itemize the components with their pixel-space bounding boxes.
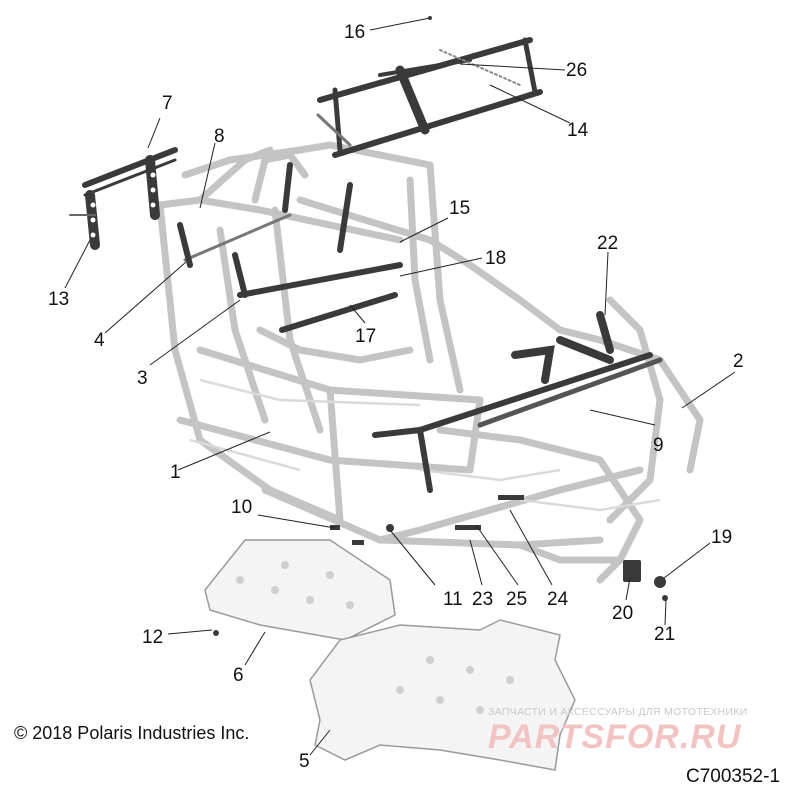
callout-24: 24 [547,589,569,610]
callout-3: 3 [137,368,148,389]
watermark-logo: PARTSFOR.RU [488,718,742,756]
callout-15: 15 [449,198,471,219]
frame-inner-lines [189,378,661,512]
callout-4: 4 [94,330,105,351]
callout-2: 2 [733,351,744,372]
callout-8: 8 [214,126,225,147]
callout-9: 9 [653,435,664,456]
callout-18: 18 [485,248,507,269]
callout-21: 21 [654,624,676,645]
copyright-notice: © 2018 Polaris Industries Inc. [14,723,250,743]
callout-13: 13 [48,289,70,310]
callout-19: 19 [711,527,733,548]
bracket-holes [90,172,156,238]
callout-26: 26 [566,60,588,81]
callout-22: 22 [597,233,619,254]
rear-skid-plate [204,539,396,641]
main-frame [156,141,704,584]
diagram-id: C700352-1 [686,766,781,787]
callout-5: 5 [299,751,310,772]
upper-cross-member [316,37,543,158]
front-skid-plate [309,619,576,771]
front-cross-member [372,311,663,493]
callout-16: 16 [344,22,366,43]
callout-11: 11 [443,589,463,610]
leader-lines [64,17,736,756]
watermark-subtitle: ЗАПЧАСТИ И АКСЕССУАРЫ ДЛЯ МОТОТЕХНИКИ [488,706,748,718]
callout-17: 17 [355,326,377,347]
hardware [213,16,668,636]
callout-10: 10 [231,497,253,518]
callout-6: 6 [233,665,244,686]
callout-12: 12 [142,627,164,648]
seat-support-bars [177,162,403,333]
callout-14: 14 [567,120,589,141]
callout-1: 1 [170,462,181,483]
callout-7: 7 [162,93,173,114]
skid-plate-holes [236,561,514,714]
callout-25: 25 [506,589,528,610]
callout-23: 23 [472,589,494,610]
callout-20: 20 [612,603,634,624]
